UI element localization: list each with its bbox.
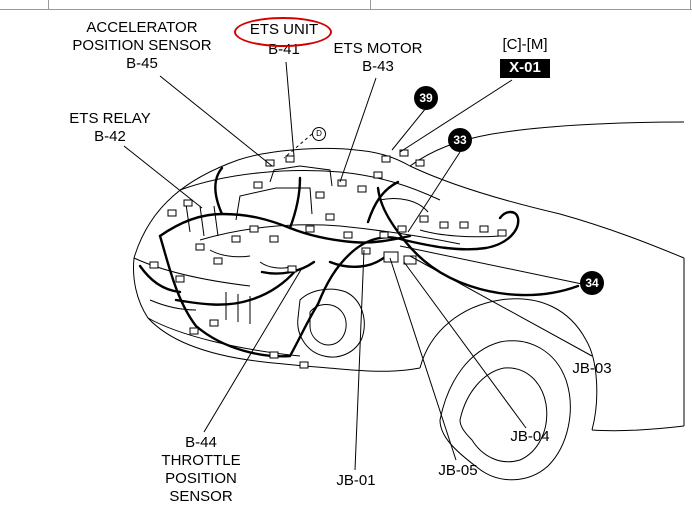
leader-lines [123,61,593,471]
ets-relay-label: ETS RELAY B-42 [69,110,151,145]
frame-tick [370,0,371,9]
callout-33: 33 [448,128,472,152]
jb03-label: JB-03 [572,360,612,377]
car-body-outline [133,121,685,481]
jb04-label: JB-04 [510,428,550,445]
jb01-label: JB-01 [336,472,376,489]
connector-blocks [149,149,507,369]
ets-motor-label: ETS MOTOR B-43 [333,40,423,75]
frame-tick [690,0,691,9]
callout-34: 34 [580,271,604,295]
callout-39: 39 [414,86,438,110]
jb05-label: JB-05 [438,462,478,479]
x01-connector-tag: X-01 [500,59,550,78]
frame-tick [48,0,49,9]
wire-harness [138,166,580,358]
frame-top-border [0,0,692,10]
detail-d-marker: D [312,127,326,141]
connector-range-label: [C]-[M] [502,36,548,53]
throttle-position-sensor-label: B-44 THROTTLE POSITION SENSOR [161,434,241,505]
accelerator-position-sensor-label: ACCELERATOR POSITION SENSOR B-45 [72,19,212,72]
ets-unit-highlight-ring [234,17,332,47]
